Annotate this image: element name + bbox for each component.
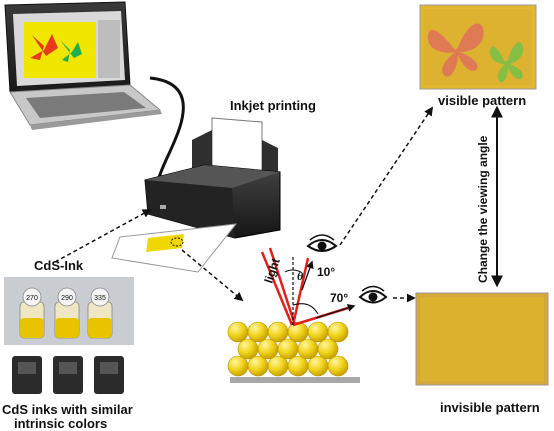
- cds-sphere: [277, 338, 299, 360]
- incident-light-ray-1: [260, 251, 294, 326]
- arrow-paper-to-surface: [181, 249, 244, 302]
- vial: [19, 287, 45, 339]
- substrate: [230, 377, 360, 383]
- cds-sphere: [227, 355, 249, 377]
- cds-sphere: [227, 321, 249, 343]
- cds-sphere: [327, 355, 349, 377]
- viewing-direction-arrow-70: [315, 304, 356, 319]
- cds-sphere: [267, 321, 289, 343]
- cds-sphere: [327, 321, 349, 343]
- cds-inks-caption-line2: intrinsic colors: [14, 416, 108, 431]
- vial: [54, 287, 80, 339]
- reflected-ray-10deg: [291, 257, 310, 326]
- laptop-screen-pattern: [24, 22, 96, 78]
- cds-sphere: [247, 321, 269, 343]
- printed-paper: [111, 223, 238, 273]
- inkjet-printing-label: Inkjet printing: [230, 98, 316, 113]
- vial-label: 335: [94, 295, 106, 302]
- inkjet-printer: [144, 117, 281, 239]
- incident-light-ray-2: [268, 247, 297, 326]
- cds-ink-label: CdS-Ink: [34, 258, 84, 273]
- eye-icon: [306, 234, 338, 252]
- cds-sphere: [307, 321, 329, 343]
- optics-rays: [260, 247, 356, 327]
- cds-ink-vials-photo: 270 290 335: [4, 277, 134, 345]
- laptop-screen-butterfly-green: [60, 40, 82, 62]
- cds-sphere: [237, 338, 259, 360]
- visible-butterfly-orange: [427, 23, 484, 77]
- visible-butterfly-green: [489, 42, 524, 83]
- cds-sphere: [267, 355, 289, 377]
- laptop: [4, 1, 162, 130]
- cds-sphere: [247, 355, 269, 377]
- invisible-pattern-image: [415, 292, 549, 386]
- invisible-pattern-label: invisible pattern: [440, 400, 540, 415]
- change-viewing-angle-label: Change the viewing angle: [476, 135, 490, 283]
- cds-sphere: [307, 355, 329, 377]
- cds-sphere: [317, 338, 339, 360]
- cds-sphere: [297, 338, 319, 360]
- ink-cartridge: [94, 356, 124, 394]
- angle-10-label: 10°: [317, 265, 335, 279]
- arrow-eye-to-visible-pattern: [339, 106, 434, 246]
- angle-70-label: 70°: [330, 291, 348, 305]
- cds-inks-caption-line1: CdS inks with similar: [2, 402, 133, 417]
- visible-pattern-label: visible pattern: [438, 93, 527, 108]
- laptop-screen-butterfly-orange: [30, 34, 58, 60]
- angle-70-arc: [292, 303, 319, 315]
- cds-sphere: [257, 338, 279, 360]
- printed-paper-highlight-circle: [170, 237, 184, 247]
- visible-pattern-image: [419, 4, 537, 90]
- ink-cartridges-photo: [4, 350, 134, 398]
- theta-label: θ: [297, 269, 304, 283]
- eye-icon: [358, 285, 388, 304]
- vial: [87, 287, 113, 339]
- ink-cartridge: [12, 356, 42, 394]
- ink-cartridge: [53, 356, 83, 394]
- cds-sphere-stack: [227, 321, 349, 377]
- printed-paper-ink-patch: [146, 234, 184, 252]
- vial-label: 270: [26, 295, 38, 302]
- theta-arc: [284, 269, 302, 273]
- vial-label: 290: [61, 295, 73, 302]
- cds-sphere: [287, 355, 309, 377]
- viewing-direction-arrow-10: [301, 260, 314, 291]
